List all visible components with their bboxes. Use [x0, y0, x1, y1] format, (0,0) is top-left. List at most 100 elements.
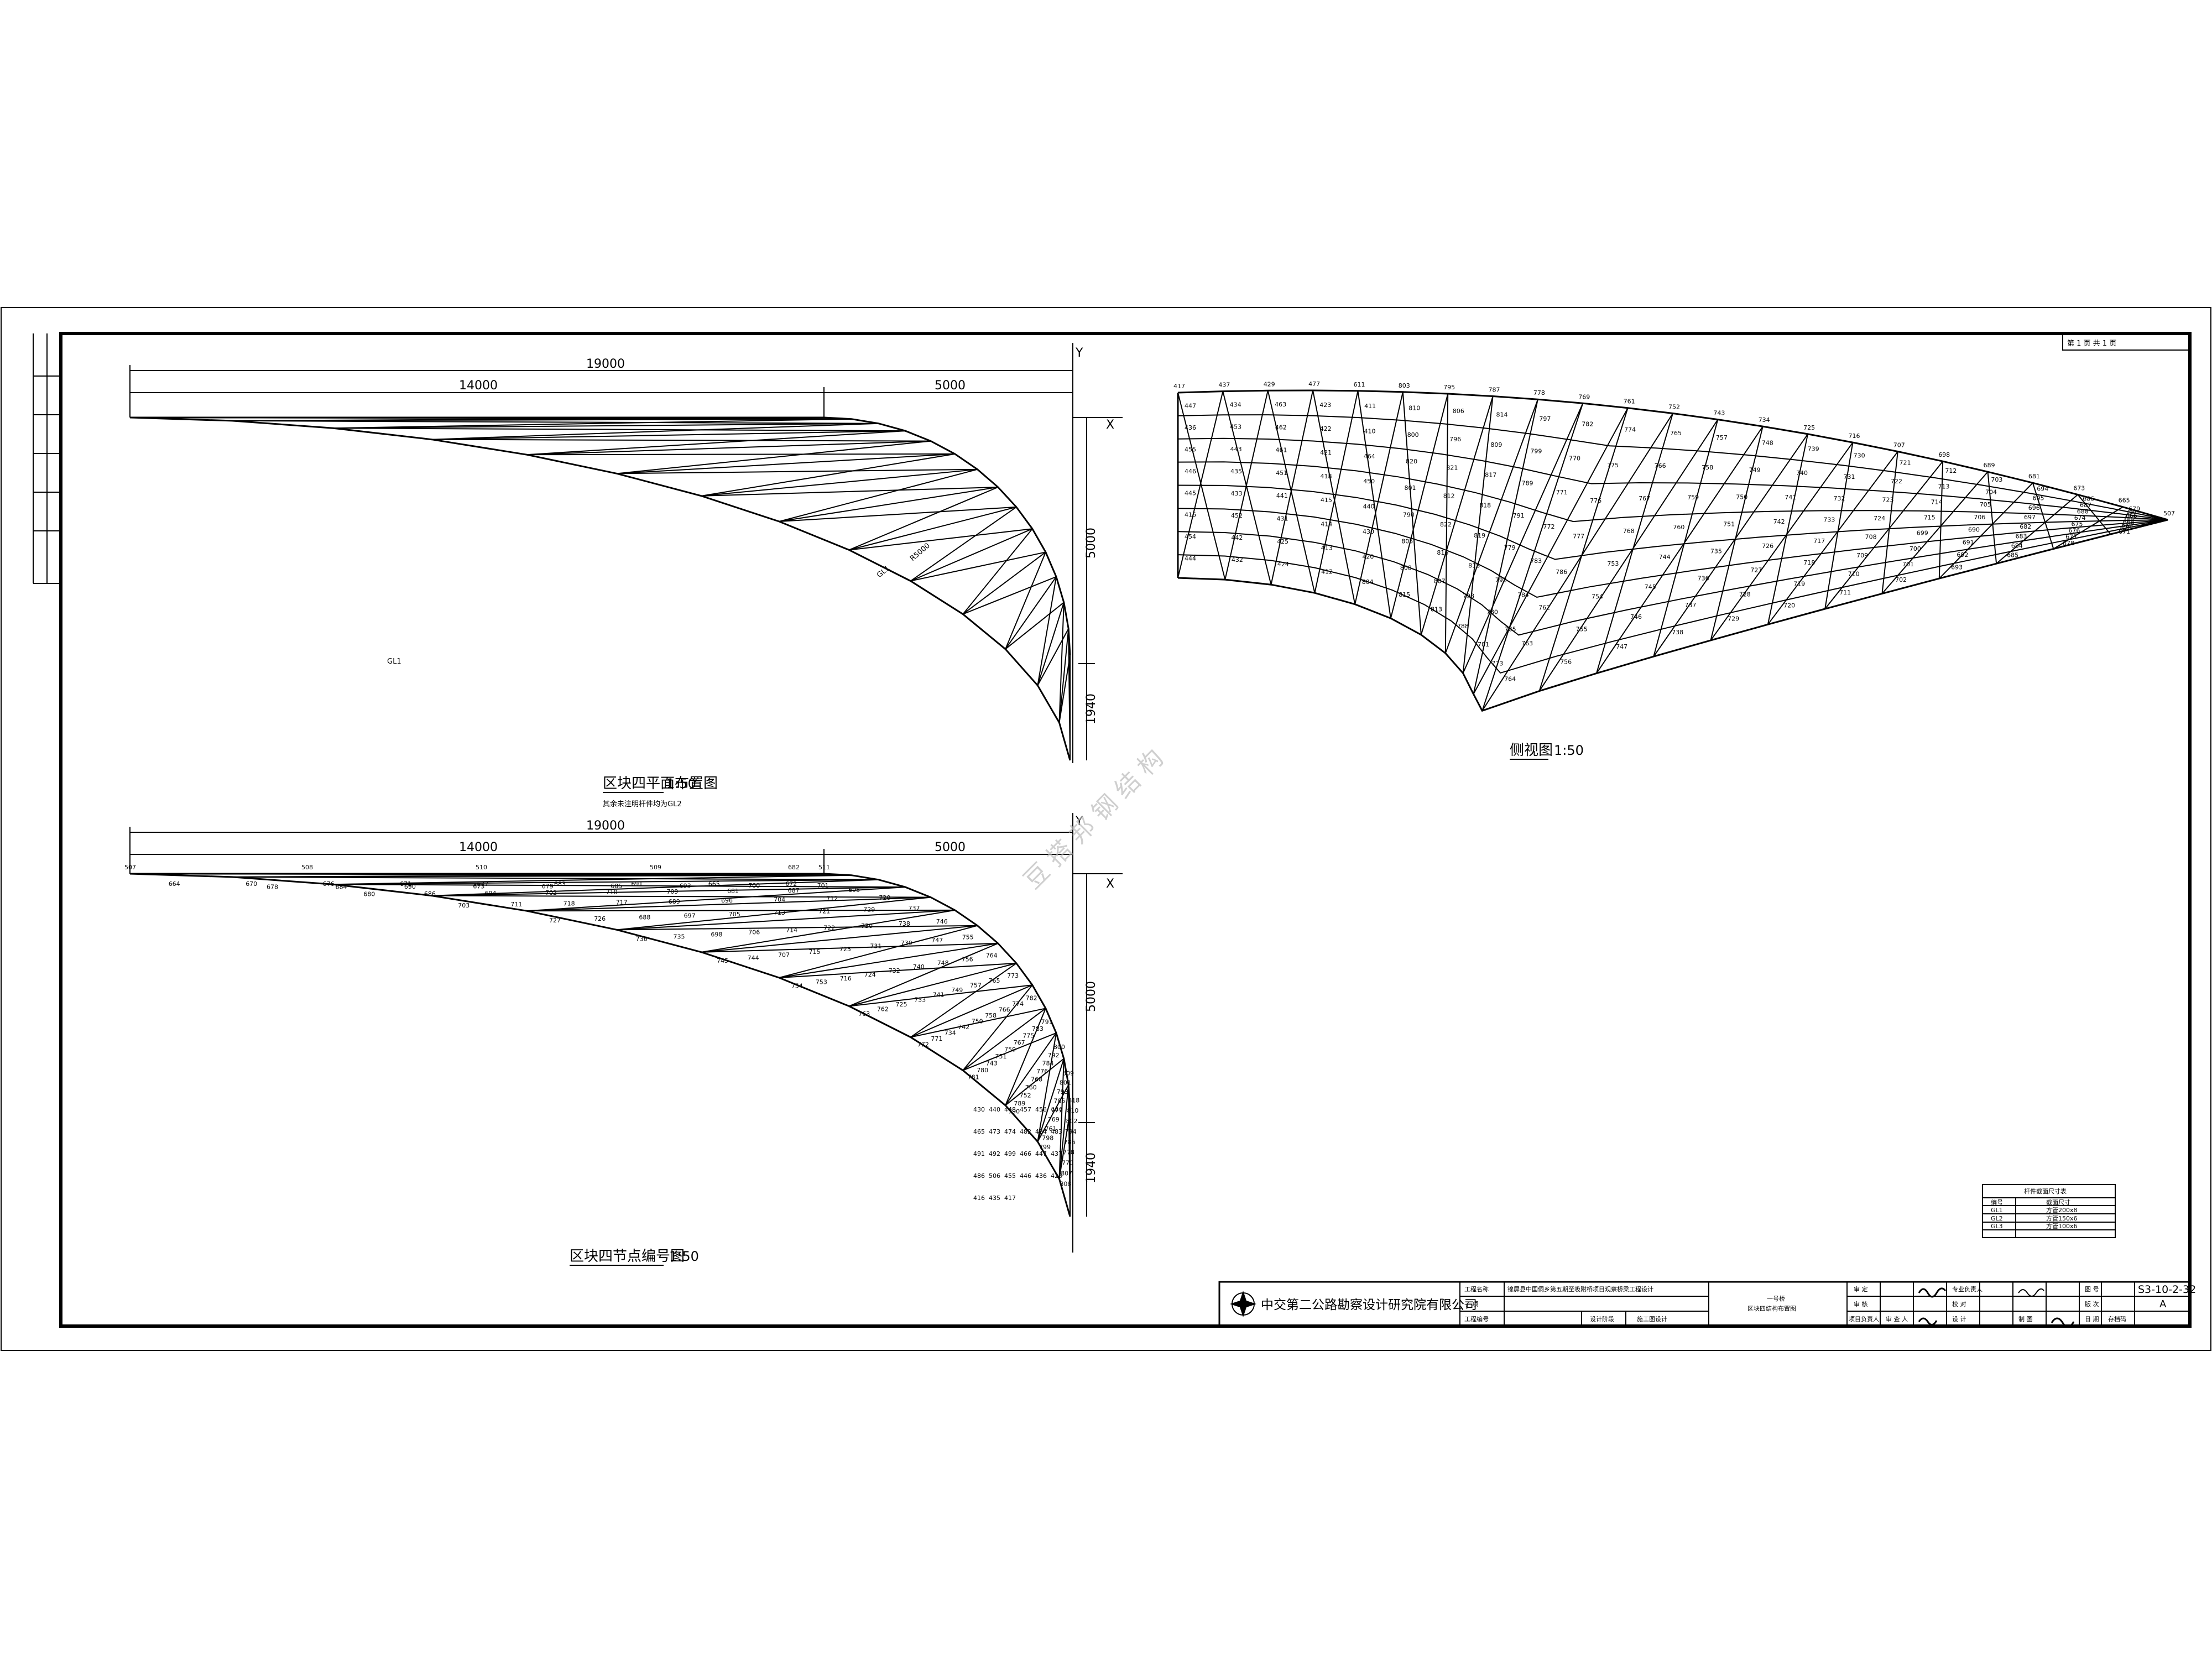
node-edge-label: 430 — [973, 1106, 985, 1113]
side-node-label: 714 — [1931, 498, 1943, 505]
side-diag-a — [1767, 434, 1809, 625]
node-grid-label: 734 — [945, 1029, 956, 1036]
side-top-label: 752 — [1668, 404, 1680, 411]
plan-diag-b — [526, 430, 906, 456]
nodes-diag-a — [431, 895, 931, 898]
plan-diag-b — [701, 453, 955, 497]
side-diag-b — [1270, 390, 1314, 585]
node-grid-label: 730 — [861, 922, 873, 930]
node-grid-label: 810 — [1067, 1107, 1078, 1114]
side-node-label: 789 — [1522, 480, 1533, 487]
node-grid-label: 715 — [809, 948, 821, 956]
node-edge-label: 435 — [989, 1194, 1000, 1202]
side-node-label: 451 — [1276, 469, 1287, 477]
node-edge-label: 448 — [1004, 1106, 1016, 1113]
side-node-label: 713 — [1938, 483, 1950, 490]
node-grid-label: 670 — [246, 880, 257, 888]
side-node-label: 432 — [1232, 556, 1243, 564]
node-grid-label: 726 — [594, 915, 606, 922]
side-node-label: 676 — [2068, 527, 2080, 534]
side-node-label: 450 — [1363, 478, 1375, 485]
side-node-label: 804 — [1362, 578, 1374, 586]
side-node-label: 710 — [1848, 570, 1860, 577]
company-logo-icon — [1230, 1291, 1256, 1317]
side-diag-a — [1653, 419, 1719, 657]
role-1: 审 定 — [1854, 1285, 1868, 1293]
side-diag-a — [1938, 461, 1944, 579]
node-grid-label: 818 — [1068, 1097, 1079, 1104]
node-grid-label: 764 — [986, 952, 998, 959]
side-node-label: 799 — [1530, 447, 1542, 455]
plan-radial — [1037, 602, 1065, 686]
side-node-label: 708 — [1865, 534, 1877, 541]
side-node-label: 697 — [2024, 514, 2036, 521]
node-grid-label: 747 — [931, 937, 943, 944]
side-node-label: 679 — [2128, 505, 2140, 513]
role-6: 设 计 — [1952, 1316, 1966, 1323]
node-edge-label: 466 — [1020, 1150, 1031, 1157]
drawing-no: S3-10-2-32 — [2138, 1284, 2196, 1296]
plan-member-label-2: GL1 — [387, 658, 401, 666]
side-node-label: 732 — [1834, 495, 1845, 502]
plan-diag-a — [1005, 602, 1065, 650]
side-node-label: 412 — [1321, 568, 1333, 576]
node-grid-label: 769 — [1048, 1116, 1060, 1123]
side-diag-a — [1710, 426, 1764, 641]
side-node-label: 774 — [1624, 426, 1636, 433]
node-edge-label: 455 — [1004, 1172, 1016, 1180]
node-top-label: 508 — [301, 864, 313, 871]
side-diag-b — [1710, 442, 1854, 641]
side-diag-b — [1481, 413, 1673, 711]
side-node-label: 680 — [2127, 509, 2139, 516]
project-name: 锦屏县中国侗乡第五期至吸附桥项目观察桥梁工程设计 — [1507, 1285, 1653, 1293]
side-node-label: 723 — [1882, 497, 1894, 504]
side-node-label: 418 — [1321, 473, 1332, 480]
side-node-label: 704 — [1985, 489, 1997, 496]
nodes-radial — [1037, 1058, 1065, 1142]
side-diag-b — [1596, 426, 1764, 674]
node-grid-label: 791 — [1041, 1019, 1053, 1026]
node-grid-label: 757 — [970, 982, 982, 989]
node-edge-label: 474 — [1004, 1128, 1016, 1135]
node-grid-label: 718 — [564, 900, 575, 907]
version: A — [2159, 1298, 2167, 1310]
side-node-label: 736 — [1698, 575, 1709, 582]
side-diag-a — [1538, 408, 1629, 691]
nodes-radial — [1005, 1032, 1057, 1106]
side-node-label: 740 — [1796, 469, 1808, 477]
node-grid-label: 687 — [788, 887, 800, 894]
node-edge-label: 473 — [989, 1128, 1000, 1135]
node-edge-label: 486 — [973, 1172, 985, 1180]
nodes-grid — [129, 873, 1071, 1217]
side-node-label: 815 — [1399, 591, 1410, 598]
section-table-row-3-no: GL3 — [1991, 1223, 2003, 1230]
node-edge-label: 436 — [1035, 1172, 1047, 1180]
side-top-label: 743 — [1713, 410, 1725, 417]
side-node-label: 744 — [1659, 554, 1671, 561]
side-node-label: 798 — [1463, 592, 1474, 599]
side-node-label: 726 — [1762, 542, 1773, 550]
side-node-label: 464 — [1364, 453, 1375, 460]
node-grid-label: 801 — [1060, 1079, 1071, 1086]
signature-1 — [1918, 1287, 1947, 1298]
node-edge-label: 457 — [1020, 1106, 1031, 1113]
node-grid-label: 694 — [485, 890, 497, 897]
node-grid-label: 717 — [616, 899, 628, 906]
side-node-label: 670 — [2120, 525, 2132, 532]
node-grid-label: 676 — [323, 880, 335, 888]
nodes-diag-a — [779, 962, 1016, 979]
node-grid-label: 800 — [1053, 1044, 1065, 1051]
inner-frame — [59, 332, 2192, 1328]
plan-diag-a — [962, 576, 1057, 615]
node-grid-label: 748 — [937, 959, 949, 967]
nodes-radial — [910, 984, 1033, 1038]
node-grid-label: 683 — [554, 880, 566, 888]
side-node-label: 817 — [1485, 472, 1496, 479]
section-table-header-no: 编号 — [1991, 1198, 2003, 1206]
side-node-label: 780 — [1486, 609, 1498, 616]
nodes-diag-b — [526, 886, 906, 912]
side-top-label: 795 — [1443, 384, 1455, 391]
page-counter-text: 第 1 页 共 1 页 — [2067, 340, 2116, 348]
